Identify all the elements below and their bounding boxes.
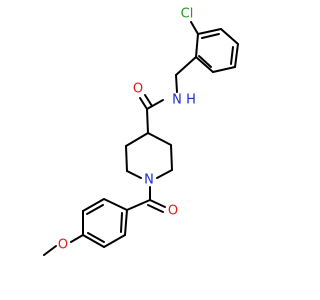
bond-aryl-double-b <box>230 46 234 65</box>
bond-c-cl <box>190 21 199 35</box>
piperidine-nitrogen-label: N <box>144 173 154 188</box>
bond-ketone-o-1 <box>149 199 166 208</box>
bond-aryl2 <box>220 28 239 45</box>
bond-ani1 <box>103 198 128 211</box>
bond-ani-double-a <box>86 204 104 215</box>
ketone-oxygen-label: O <box>168 204 178 219</box>
chlorine-atom-label: Cl <box>181 7 194 22</box>
bond-aryl-double-c <box>198 55 212 68</box>
bond-ani-o <box>70 234 84 243</box>
bond-ani6 <box>124 209 128 236</box>
amide-oxygen-label: O <box>133 82 143 97</box>
chemical-structure-diagram: Cl N H O N O O <box>43 7 239 256</box>
bond-ani4 <box>82 234 105 248</box>
bond-carbonyl-o-2 <box>144 94 153 107</box>
atom-labels: Cl N H O N O O <box>58 7 196 253</box>
bond-carbonyl-c4 <box>146 108 149 134</box>
ether-oxygen-label: O <box>58 238 68 253</box>
bond-ani5 <box>103 234 126 248</box>
bonds <box>43 21 239 256</box>
bond-aryl6 <box>195 33 199 58</box>
bond-pip-c2-n <box>156 169 173 179</box>
bond-ketone-aryl <box>126 199 151 211</box>
bond-o-ch3 <box>43 245 57 256</box>
bond-ketone-o-2 <box>147 204 164 213</box>
bond-carbonyl-o-1 <box>139 97 148 110</box>
bond-aryl1 <box>197 28 222 35</box>
bond-pip-c4-c3 <box>147 132 172 146</box>
bond-aryl5 <box>195 56 214 73</box>
bond-pip-n-c6 <box>126 170 142 179</box>
bond-pip-c3-c2 <box>170 144 173 171</box>
bond-pip-c5-c4 <box>125 132 149 147</box>
bond-ani-double-c <box>120 212 123 233</box>
bond-pip-c6-c5 <box>125 145 128 172</box>
bond-aryl-ch2 <box>175 56 197 76</box>
bond-aryl-double-a <box>201 33 220 39</box>
bond-aryl3 <box>234 43 239 68</box>
amide-nitrogen-label: N <box>172 93 182 108</box>
bond-ani2 <box>82 198 105 212</box>
bond-ch2-n <box>175 74 178 93</box>
bond-aryl4 <box>212 66 236 73</box>
bond-n-carbonyl <box>146 99 164 110</box>
bond-ani-double-b <box>87 232 105 243</box>
amide-hydrogen-label: H <box>186 93 196 108</box>
